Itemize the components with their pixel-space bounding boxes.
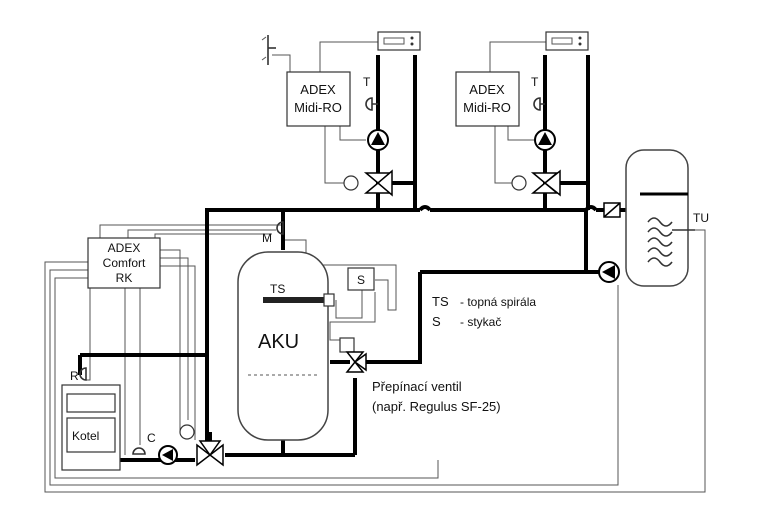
sensor-r-label: R bbox=[70, 369, 79, 383]
midi-left-line2: Midi-RO bbox=[294, 100, 342, 115]
valve-note-line1: Přepínací ventil bbox=[372, 379, 462, 394]
legend-ts-key: TS bbox=[432, 294, 449, 309]
outdoor-sensor-icon bbox=[261, 35, 276, 65]
signal-wiring bbox=[44, 41, 706, 493]
midi-right-line1: ADEX bbox=[469, 82, 505, 97]
temp-sensor-t-left-icon bbox=[365, 97, 378, 111]
boiler-mixing-valve-icon bbox=[196, 440, 224, 467]
sensor-c-label: C bbox=[147, 431, 156, 445]
adex-comfort-rk: ADEX Comfort RK bbox=[87, 237, 161, 289]
temp-sensor-t-right-icon bbox=[533, 97, 545, 111]
comfort-line3: RK bbox=[116, 271, 133, 285]
legend-s-desc: - stykač bbox=[460, 315, 501, 329]
actuator-icon bbox=[179, 424, 195, 440]
room-thermostat-right-icon bbox=[545, 31, 589, 51]
room-thermostat-left-icon bbox=[377, 31, 421, 51]
tank-label: AKU bbox=[258, 331, 299, 353]
temp-sensor-r-icon bbox=[79, 367, 87, 381]
legend-s-key: S bbox=[432, 314, 441, 329]
valve-note-line2: (např. Regulus SF-25) bbox=[372, 399, 501, 414]
dhw-pump-icon bbox=[598, 261, 620, 283]
dhw-valve-icon bbox=[603, 202, 621, 218]
comfort-line1: ADEX bbox=[108, 241, 141, 255]
legend-ts-desc: - topná spirála bbox=[460, 295, 536, 309]
tank-spiral-label: TS bbox=[270, 282, 285, 296]
aku-tank: AKU TS bbox=[237, 251, 335, 441]
mixing-valve-left-icon bbox=[343, 169, 393, 197]
coil-icon bbox=[647, 217, 673, 267]
hot-water-cylinder bbox=[625, 149, 695, 287]
temp-sensor-c-icon bbox=[132, 447, 146, 455]
comfort-line2: Comfort bbox=[103, 256, 146, 270]
adex-midi-ro-left: ADEX Midi-RO bbox=[286, 71, 351, 127]
legend: TS - topná spirála S - stykač bbox=[432, 294, 536, 329]
sensor-m-label: M bbox=[262, 231, 272, 245]
boiler: Kotel bbox=[61, 384, 121, 471]
heating-spiral-icon bbox=[263, 297, 326, 303]
boiler-pump-icon bbox=[158, 445, 178, 465]
sensor-t-left-label: T bbox=[363, 75, 371, 89]
circuit-pump-left-icon bbox=[367, 129, 389, 151]
boiler-label: Kotel bbox=[72, 429, 99, 443]
sensor-t-right-label: T bbox=[531, 75, 539, 89]
circuit-pump-right-icon bbox=[534, 129, 556, 151]
midi-right-line2: Midi-RO bbox=[463, 100, 511, 115]
sensor-tu-label: TU bbox=[693, 211, 709, 225]
switching-valve-icon bbox=[339, 337, 367, 373]
contactor-label: S bbox=[357, 273, 365, 287]
temp-sensor-m-icon bbox=[276, 221, 284, 235]
contactor-s: S bbox=[347, 267, 375, 291]
valve-note: Přepínací ventil (např. Regulus SF-25) bbox=[372, 379, 501, 414]
adex-midi-ro-right: ADEX Midi-RO bbox=[455, 71, 520, 127]
mixing-valve-right-icon bbox=[511, 169, 561, 197]
midi-left-line1: ADEX bbox=[300, 82, 336, 97]
